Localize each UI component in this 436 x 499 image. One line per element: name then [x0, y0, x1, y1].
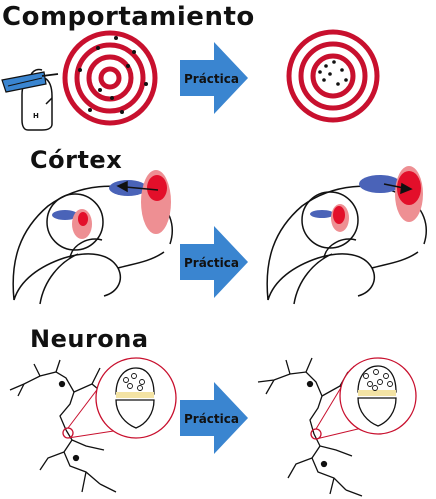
practice-arrow: Práctica: [180, 382, 248, 454]
synapse-before: [115, 367, 155, 429]
dart-hit: [120, 110, 124, 114]
synapse-after: [357, 365, 397, 427]
synaptic-vesicles-before: [123, 373, 145, 391]
vesicle: [383, 373, 389, 379]
practice-arrow-label: Práctica: [184, 72, 239, 86]
vesicle: [139, 379, 145, 385]
practice-arrow: Práctica: [180, 226, 248, 298]
target-before-hits: [78, 36, 148, 114]
cortex-red-area-before: [78, 212, 88, 226]
vesicle: [377, 379, 383, 385]
practice-arrow-label: Práctica: [184, 256, 239, 270]
behavior-panel: H Práctica: [1, 29, 380, 131]
dart-hit: [98, 88, 102, 92]
vesicle: [363, 373, 369, 379]
title-comportamiento: Comportamiento: [2, 2, 255, 32]
dart-hit: [328, 72, 332, 76]
vesicle: [372, 385, 378, 391]
vesicle: [127, 383, 133, 389]
dart-hit: [132, 50, 136, 54]
vesicle: [387, 381, 393, 387]
cortex-blue-area-before: [52, 210, 78, 220]
cortex-blue-area-after: [310, 210, 334, 218]
target-after: [286, 29, 380, 123]
dart-hit: [318, 70, 322, 74]
dart-hit: [114, 36, 118, 40]
neuron-panel: Práctica: [9, 357, 417, 497]
cortex-panel: Práctica: [12, 166, 427, 305]
title-cortex: Córtex: [30, 146, 123, 174]
dart-hit: [78, 68, 82, 72]
cortex-red-area-after: [333, 206, 345, 224]
neuron-before: [9, 359, 117, 493]
dart-hit: [96, 46, 100, 50]
target-before: [62, 30, 158, 126]
vesicle: [373, 369, 379, 375]
dart-hit: [88, 108, 92, 112]
dart-hit: [144, 82, 148, 86]
dart-hit: [336, 82, 340, 86]
vesicle: [137, 385, 143, 391]
dart-icon: [1, 71, 59, 93]
cortex-focus-circle-after: [301, 191, 359, 249]
practice-arrow-label: Práctica: [184, 412, 239, 426]
vesicle: [367, 381, 373, 387]
dart-hit: [340, 68, 344, 72]
vesicle: [123, 377, 129, 383]
dart-hit: [322, 78, 326, 82]
cortex-focus-circle-before: [46, 193, 104, 251]
connection-arrow-before: [116, 180, 159, 193]
dart-hit: [324, 64, 328, 68]
brain-after: [266, 185, 427, 305]
zoom-line-bottom-before: [67, 429, 121, 439]
title-neurona: Neurona: [30, 325, 149, 353]
connection-arrow-after: [383, 182, 413, 195]
hand-card-letter: H: [33, 112, 39, 120]
vesicle: [131, 373, 137, 379]
target-after-hits: [318, 60, 348, 86]
dart-hit: [110, 96, 114, 100]
zoom-red-area-before: [147, 175, 167, 201]
dart-hit: [344, 78, 348, 82]
zoom-line-bottom-after: [315, 427, 363, 440]
synaptic-vesicles-after: [363, 369, 393, 391]
zoom-blue-area-after: [359, 175, 401, 193]
dart-hit: [332, 60, 336, 64]
neuron-after: [257, 357, 363, 497]
practice-arrow: Práctica: [180, 42, 248, 114]
dart-hit: [126, 64, 130, 68]
